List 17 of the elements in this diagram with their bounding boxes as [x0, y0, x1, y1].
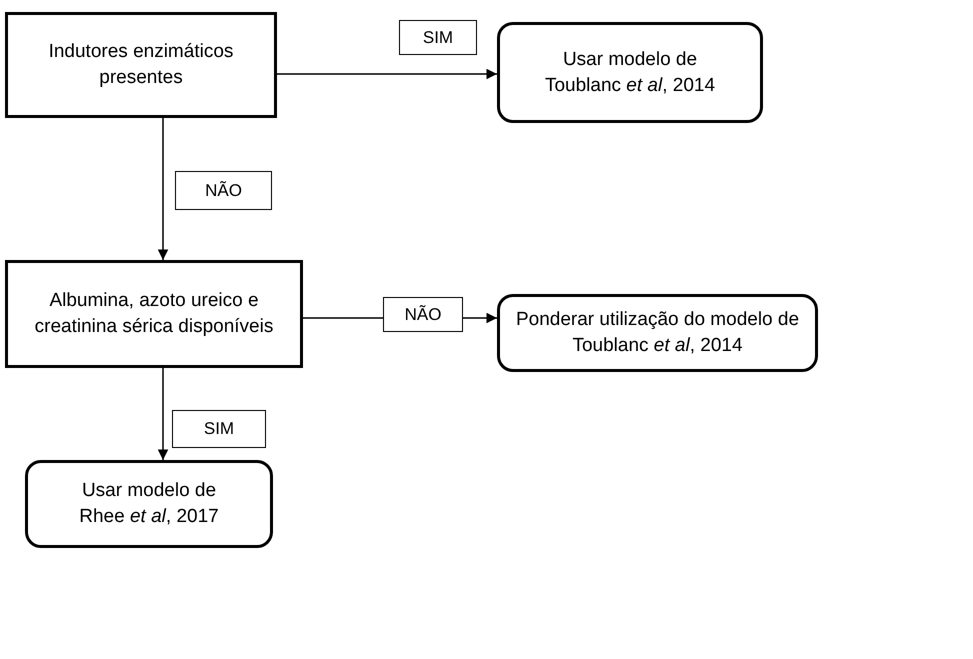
node-text: Indutores enzimáticos presentes: [48, 40, 234, 90]
node-text: Usar modelo de Toublanc et al, 2014: [544, 48, 716, 98]
edge-label: SIM: [399, 20, 477, 55]
arrow: [277, 68, 497, 80]
edge-label: SIM: [172, 410, 266, 448]
edge-label: NÃO: [175, 171, 272, 210]
process-box: [5, 12, 277, 118]
terminal-box: [497, 294, 818, 372]
terminal-box: [25, 460, 273, 548]
terminal-box: [497, 22, 763, 123]
arrow: [158, 118, 168, 260]
edge-label: NÃO: [383, 297, 463, 332]
node-text: Usar modelo de Rhee et al, 2017: [78, 479, 220, 529]
arrow: [158, 368, 168, 460]
node-text: Albumina, azoto ureico e creatinina sérica disponíveis: [34, 289, 274, 339]
node-text: Ponderar utilização do modelo de Toublanc et al, 2014: [514, 308, 800, 358]
process-box: [5, 260, 303, 368]
